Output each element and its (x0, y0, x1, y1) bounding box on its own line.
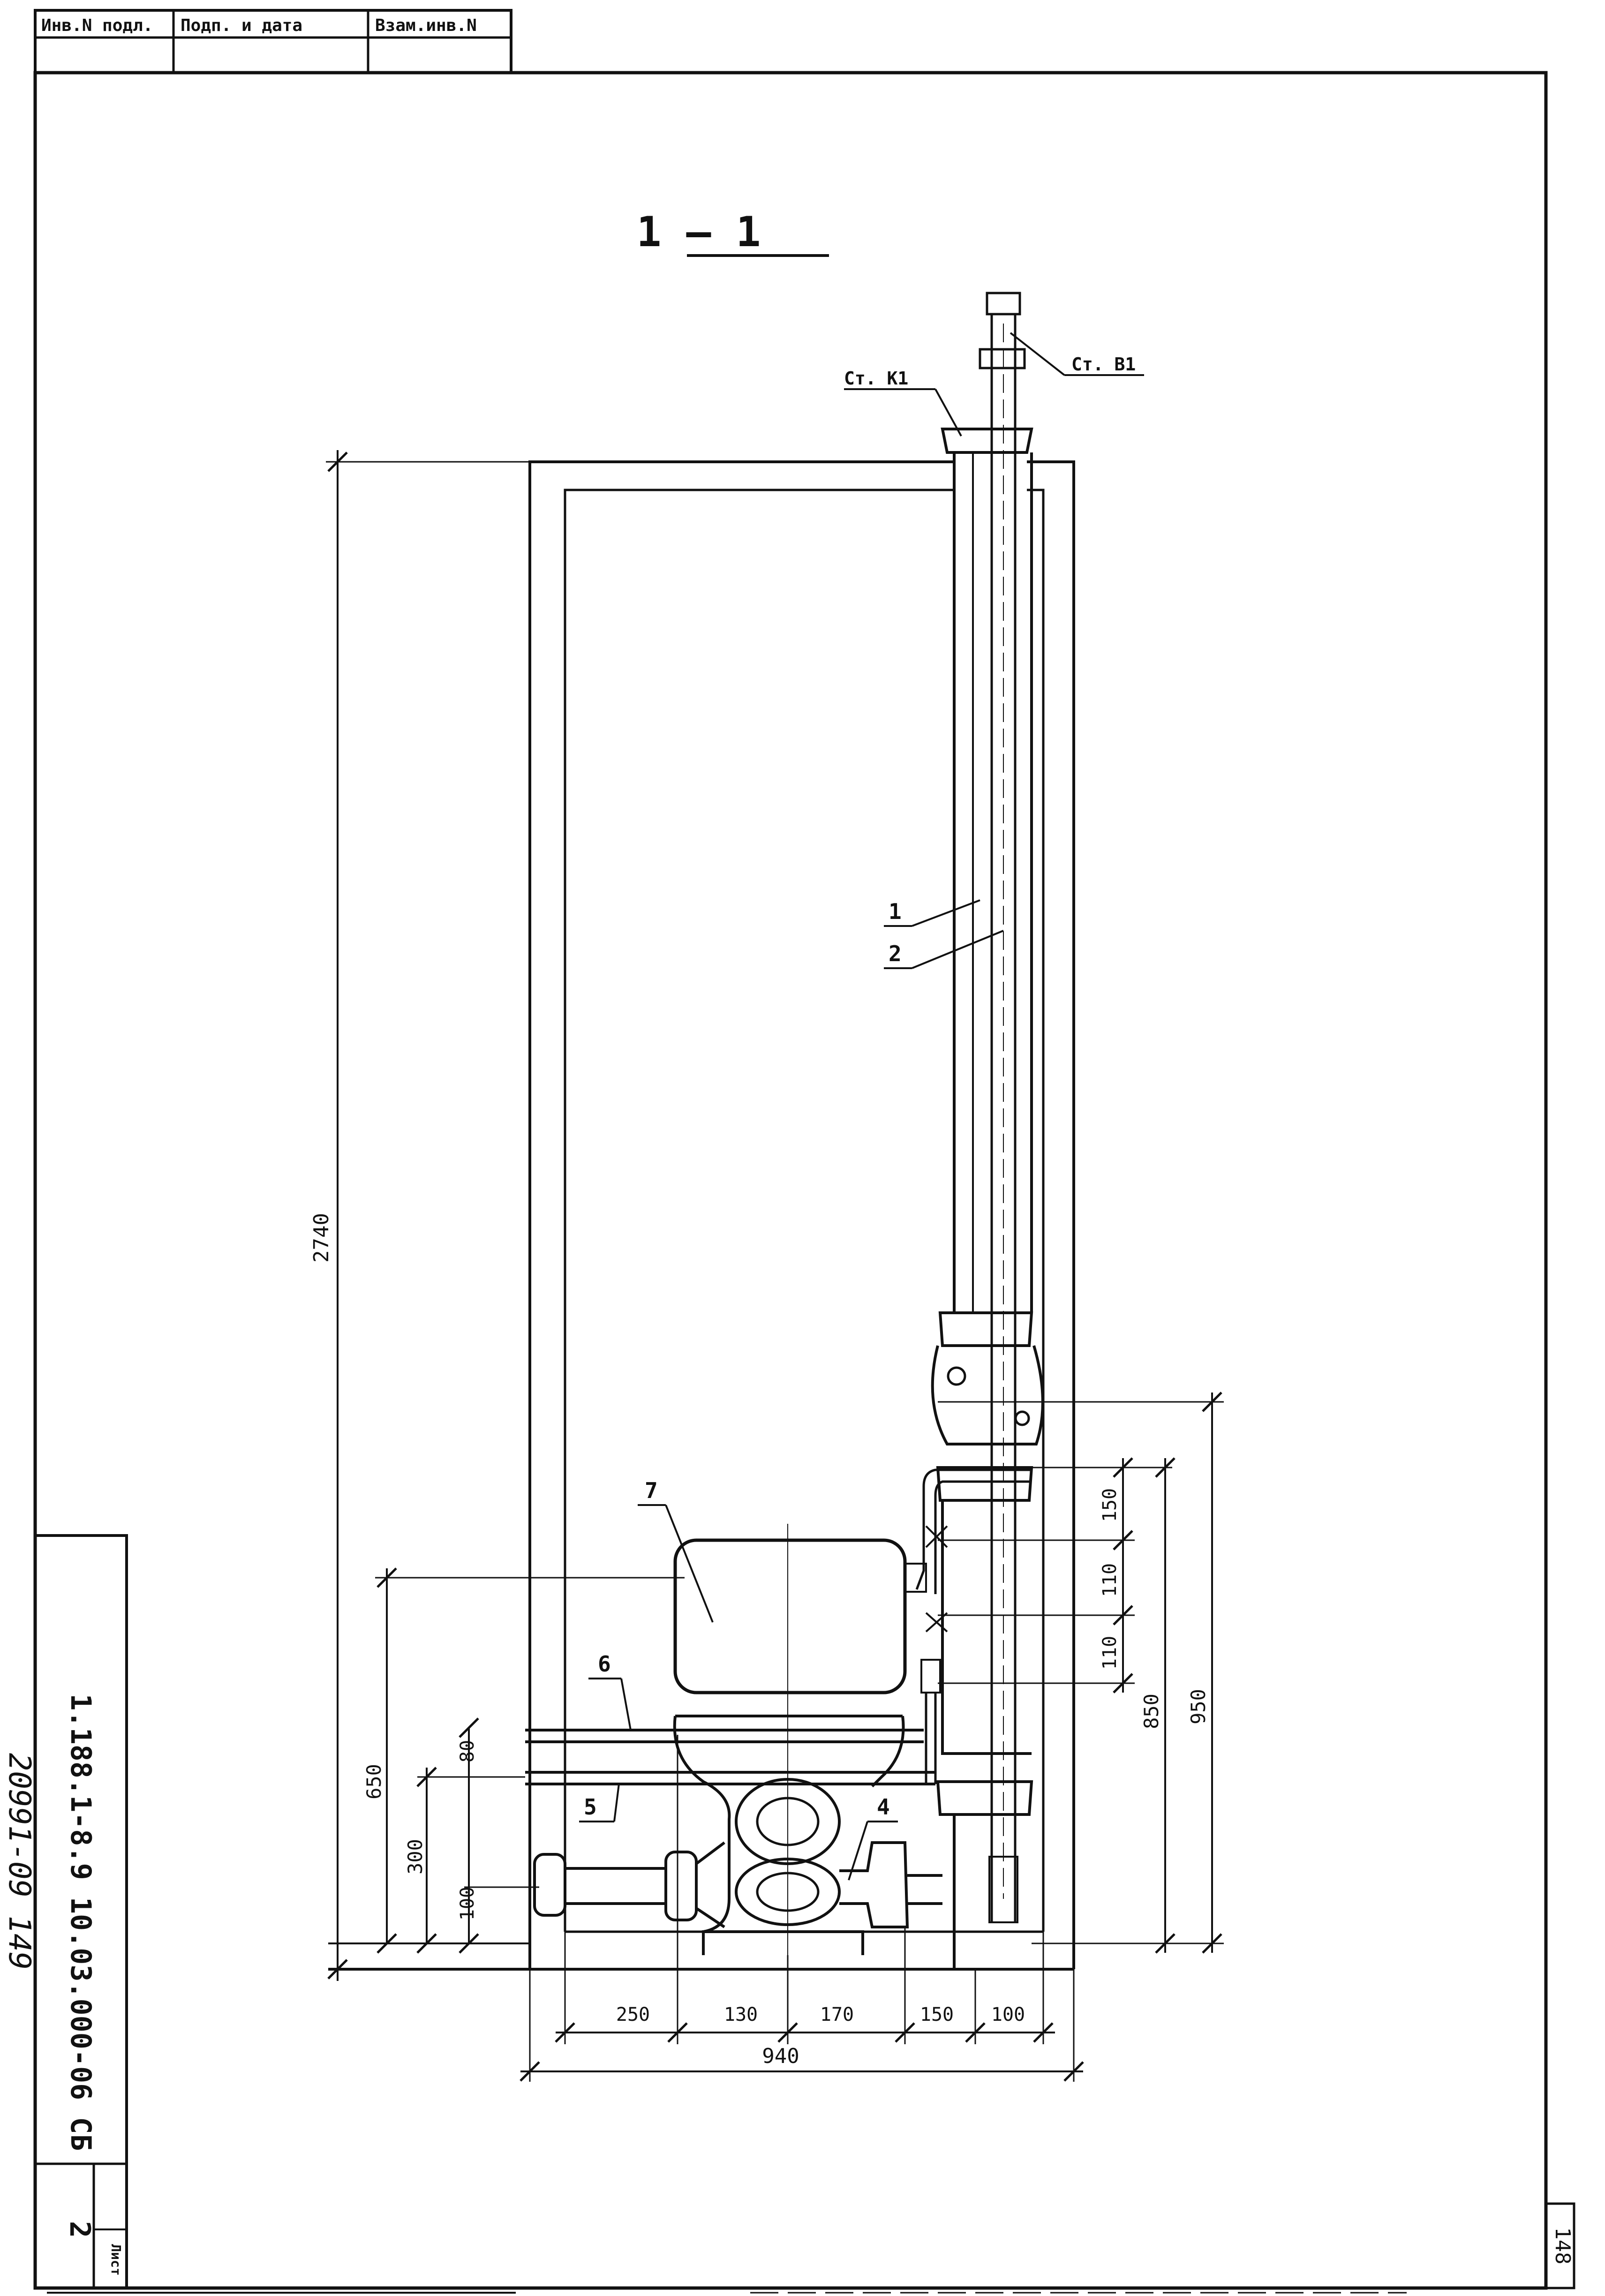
dim-label-110-b: 110 (1099, 1636, 1121, 1670)
lower-drain-pipe (533, 1841, 725, 1928)
stamp-cell-inv-no: Инв.N подл. (41, 16, 153, 35)
dim-label-80: 80 (457, 1740, 478, 1762)
dim-label-130: 130 (724, 2004, 758, 2025)
section-title: 1 — 1 (637, 208, 829, 257)
approval-stamp: Инв.N подл. Подп. и дата Взам.инв.N (34, 9, 512, 74)
water-supply-branch (904, 1468, 1032, 1784)
dim-label-100-left: 100 (457, 1887, 478, 1920)
dim-right-group: 150 110 110 850 950 (938, 1392, 1224, 1954)
label-pos-1: 1 (889, 899, 902, 924)
dim-bottom-group: 250 130 170 150 100 940 (520, 1735, 1084, 2082)
pipe-6 (525, 1729, 924, 1743)
label-pos-2: 2 (889, 941, 902, 966)
drawing-frame (33, 71, 1548, 2290)
dim-label-850: 850 (1140, 1694, 1163, 1729)
wc-bowl (673, 1715, 942, 1955)
section-title-text: 1 — 1 (637, 208, 761, 256)
flush-cistern (673, 1524, 907, 1955)
label-pos-5: 5 (584, 1794, 597, 1820)
dim-label-650: 650 (362, 1764, 385, 1799)
sheet-number: 2 (63, 2221, 96, 2238)
dim-height-2740: 2740 (309, 450, 530, 1981)
designation-text: 1.188.1-8.9 10.03.000-06 СБ (64, 1694, 97, 2151)
sewer-riser-k1 (931, 428, 1044, 1969)
label-riser-b1: Ст. В1 (1071, 354, 1136, 375)
dim-label-150-bottom: 150 (920, 2004, 954, 2025)
stamp-cell-replace-inv: Взам.инв.N (375, 16, 477, 35)
dim-label-250: 250 (616, 2004, 650, 2025)
archive-number: 20991-09 149 (2, 1753, 37, 1970)
label-riser-k1: Ст. К1 (844, 368, 908, 389)
dim-label-170: 170 (820, 2004, 854, 2025)
dim-label-2740: 2740 (309, 1213, 333, 1263)
pipe-5 (525, 1771, 935, 1785)
dim-label-110-a: 110 (1099, 1563, 1121, 1597)
water-riser-b1 (979, 292, 1026, 1923)
sheet-label: Лист (108, 2244, 124, 2275)
page-number-box: 148 (1545, 2202, 1575, 2289)
dim-label-300: 300 (404, 1839, 427, 1874)
label-pos-7: 7 (645, 1478, 658, 1503)
side-title-block: 1.188.1-8.9 10.03.000-06 СБ 20991-09 149… (2, 1534, 128, 2289)
dim-label-950: 950 (1187, 1689, 1210, 1724)
dim-label-940: 940 (762, 2044, 799, 2068)
label-pos-4: 4 (877, 1794, 890, 1820)
leaders: Ст. К1 Ст. В1 1 2 7 6 5 4 (579, 332, 1144, 1881)
page-number: 148 (1551, 2227, 1575, 2264)
dim-left-group: 650 300 80 100 (328, 1567, 685, 1954)
label-pos-6: 6 (598, 1651, 611, 1677)
dim-label-100-bottom: 100 (991, 2004, 1025, 2025)
dim-label-150-right: 150 (1099, 1488, 1121, 1522)
stamp-cell-sign-date: Подп. и дата (181, 16, 302, 35)
